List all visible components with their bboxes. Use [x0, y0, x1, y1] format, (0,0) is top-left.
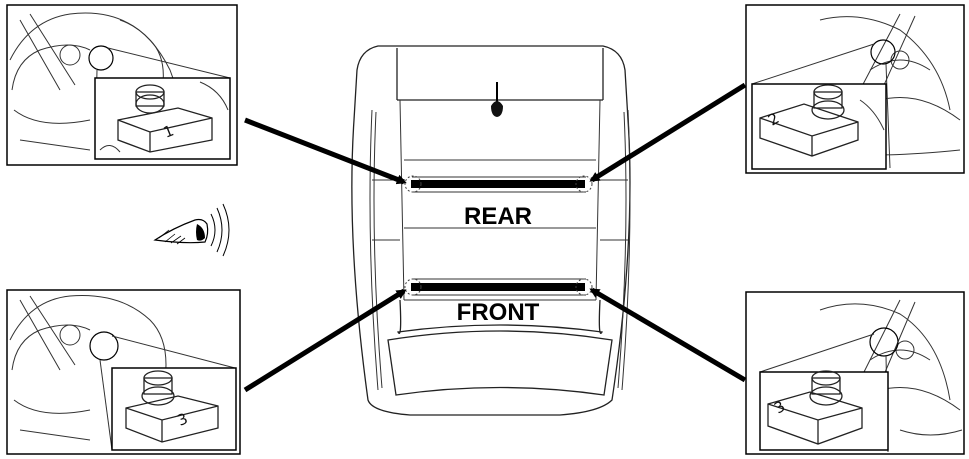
- central-unit: REAR FRONT: [351, 45, 631, 416]
- mounting-bolt-detail: 2: [751, 83, 887, 170]
- mounting-bolt-detail: 3: [111, 367, 237, 451]
- front-label: FRONT: [457, 299, 540, 326]
- callout-focus-circle: [89, 331, 119, 361]
- knob-detail: [491, 82, 503, 117]
- arrow-icon: [589, 287, 747, 383]
- arrow-icon: [244, 117, 407, 185]
- callout-focus-circle: [869, 327, 899, 357]
- bolt-markers: [404, 175, 593, 296]
- front-rail: [411, 283, 585, 291]
- callout-panel-top-left: 1: [6, 4, 238, 166]
- rear-rail: [411, 180, 585, 188]
- arrow-icon: [243, 288, 407, 393]
- callout-panel-top-right: 2: [745, 4, 965, 174]
- callout-panel-bottom-right: 3: [745, 291, 965, 455]
- callout-focus-circle: [88, 45, 114, 71]
- mounting-bolt-detail: 3: [759, 370, 889, 451]
- eye-icon: [153, 203, 230, 257]
- mounting-bolt-detail: 1: [94, 77, 231, 160]
- rear-label: REAR: [464, 203, 532, 230]
- callout-focus-circle: [870, 39, 896, 65]
- arrow-icon: [589, 82, 747, 183]
- callout-panel-bottom-left: 3: [6, 289, 241, 455]
- arrows: [243, 82, 747, 393]
